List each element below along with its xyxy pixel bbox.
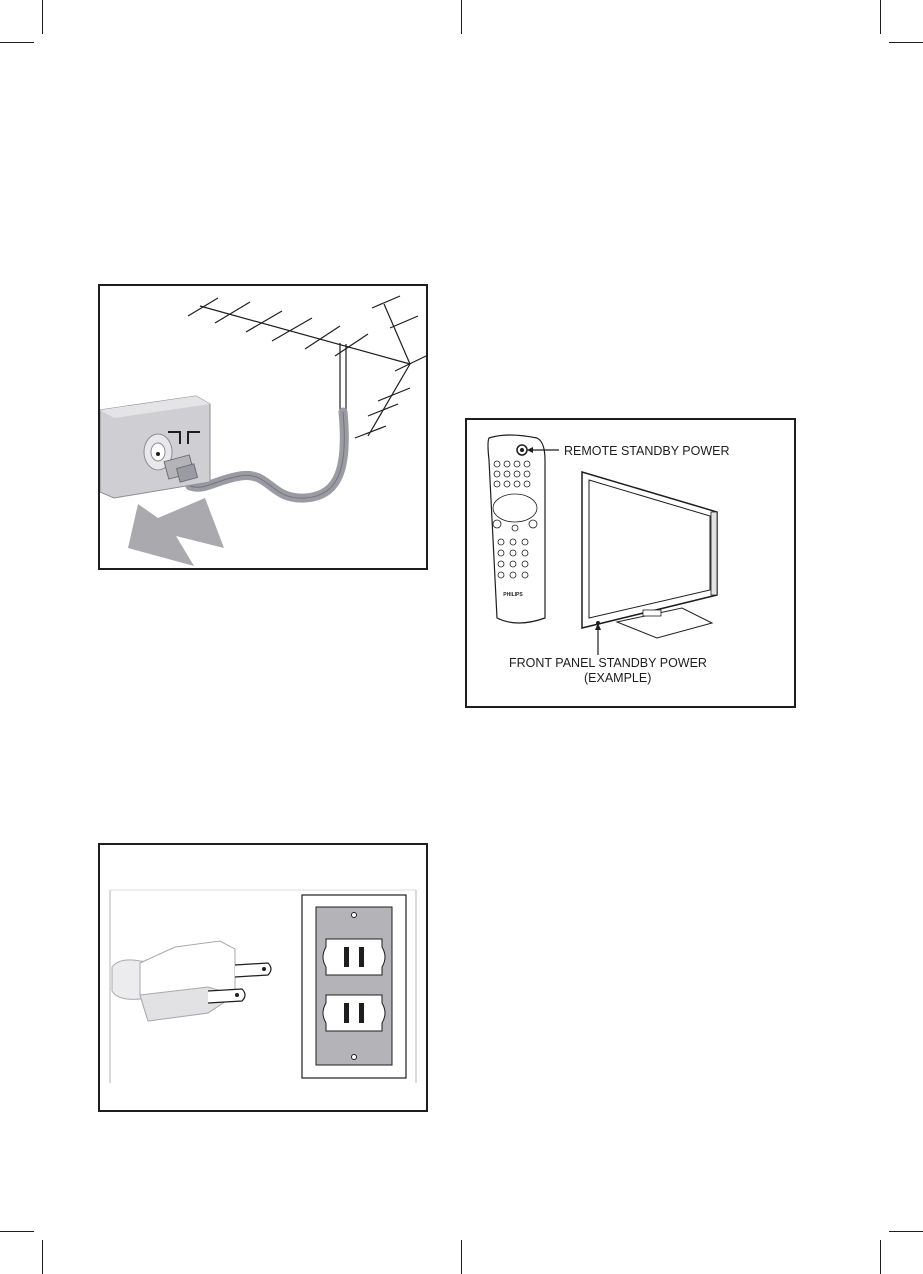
crop-mark-bottom-left-vertical — [42, 1240, 43, 1274]
antenna-connection-illustration — [98, 284, 428, 570]
antenna-icon — [188, 296, 426, 438]
crop-mark-bottom-right-vertical — [880, 1240, 881, 1274]
crop-mark-bottom-center-vertical — [461, 1240, 462, 1274]
power-connection-illustration — [98, 843, 428, 1112]
wall-jack-icon — [100, 396, 210, 498]
front-panel-example-label: (EXAMPLE) — [584, 671, 651, 686]
crop-mark-bottom-left-horizontal — [0, 1231, 34, 1232]
crop-mark-top-right-horizontal — [889, 42, 923, 43]
coax-cable-icon — [190, 412, 344, 498]
arrow-icon — [128, 498, 224, 566]
crop-mark-top-right-vertical — [880, 0, 881, 34]
front-panel-standby-power-label: FRONT PANEL STANDBY POWER — [509, 656, 707, 671]
antenna-scene — [100, 286, 426, 568]
crop-mark-top-left-vertical — [42, 0, 43, 34]
power-plug-icon — [112, 941, 271, 1021]
wall-outlet-icon — [302, 895, 406, 1078]
power-scene — [100, 845, 426, 1110]
remote-standby-power-label: REMOTE STANDBY POWER — [564, 444, 730, 459]
crop-mark-top-center-vertical — [461, 0, 462, 34]
tv-icon — [582, 472, 717, 638]
remote-brand-label: PHILIPS — [503, 592, 523, 598]
crop-mark-top-left-horizontal — [0, 42, 34, 43]
crop-mark-bottom-right-horizontal — [889, 1231, 923, 1232]
remote-control-icon: PHILIPS — [488, 435, 545, 623]
standby-power-illustration: PHILIPS REMOTE STANDBY POWER FRONT PANEL… — [465, 418, 796, 708]
